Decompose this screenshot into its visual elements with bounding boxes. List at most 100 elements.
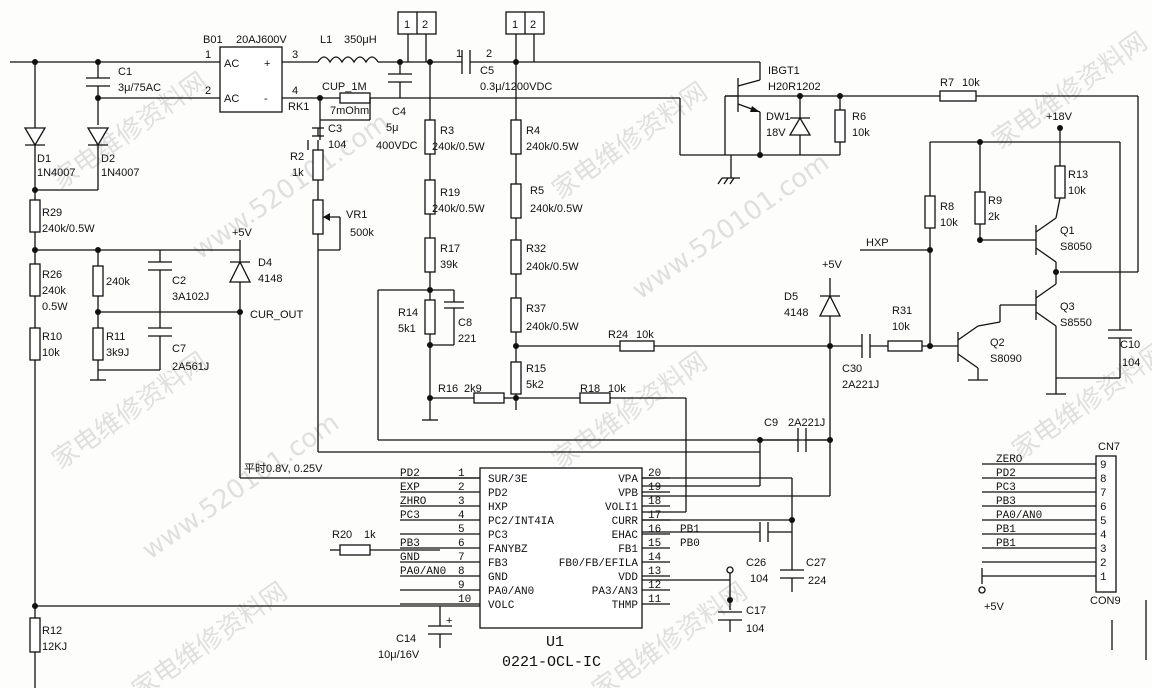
r16-value: 2k9: [464, 383, 482, 395]
cn7-pin-number: 7: [1100, 488, 1107, 500]
dw1-value: 18V: [766, 127, 786, 139]
conn1-pin1: 1: [404, 19, 410, 31]
ic-pin-number: 7: [458, 552, 465, 564]
ic-pin-number: 4: [458, 510, 465, 522]
r19-value: 240k/0.5W: [432, 203, 485, 215]
ic-pin-net: ZHRO: [400, 496, 427, 508]
r31-value: 10k: [892, 321, 910, 333]
ic-pin-net: PB3: [400, 538, 420, 550]
r17-value: 39k: [440, 259, 458, 271]
igbt-ref: IBGT1: [768, 65, 800, 77]
r20-value: 1k: [364, 529, 376, 541]
cn7-sub-ref: CON9: [1090, 595, 1121, 607]
d1-ref: D1: [37, 153, 51, 165]
ic-pin-name: PC3: [488, 530, 508, 542]
d4-value: 4148: [258, 273, 282, 285]
ic-pin-number: 8: [458, 566, 465, 578]
r240k-value: 240k: [106, 276, 130, 288]
ic-ref: U1: [546, 634, 564, 651]
c27-ref: C27: [806, 557, 826, 569]
c26-value: 104: [750, 573, 768, 585]
d1-value: 1N4007: [37, 167, 76, 179]
igbt-section: IBGT1 H20R1202 DW1 18V R6 10k R7 10k: [679, 62, 1139, 273]
c7-ref: C7: [172, 343, 186, 355]
q1-ref: Q1: [1060, 225, 1075, 237]
cn7-pin-net: PD2: [996, 468, 1016, 480]
left-divider-section: R29 240k/0.5W R26 240k 0.5W R10 10k 240k…: [29, 199, 480, 479]
cn7-pin-number: 4: [1100, 530, 1107, 542]
r17-ref: R17: [440, 243, 460, 255]
ic-pin-number: 17: [648, 510, 661, 522]
dw1-ref: DW1: [766, 111, 790, 123]
ic-pin-net: PB1: [680, 524, 700, 536]
r7-ref: R7: [940, 77, 954, 89]
ic-pin-number: 14: [648, 552, 662, 564]
r24-ref: R24: [608, 329, 628, 341]
bridge-p1: 1: [205, 49, 211, 61]
c8-ref: C8: [458, 317, 472, 329]
c1-value: 3μ/75AC: [118, 82, 161, 94]
c10-value: 104: [1122, 357, 1140, 369]
ic-pin-number: 19: [648, 482, 661, 494]
c4-rating: 400VDC: [376, 140, 418, 152]
ic-pin-number: 10: [458, 594, 471, 606]
ic-pin-name: CURR: [612, 516, 639, 528]
r18-value: 10k: [608, 383, 626, 395]
ic-pin-net: GND: [400, 552, 420, 564]
ic-pin-name: PC2/INT4IA: [488, 516, 554, 528]
r6-value: 10k: [852, 127, 870, 139]
ic-pin-number: 12: [648, 580, 661, 592]
c14-ref: C14: [396, 633, 416, 645]
cn7-pin-net: PB3: [996, 496, 1016, 508]
cur-out-label: CUR_OUT: [250, 309, 303, 321]
ic-pin-name: EHAC: [612, 530, 639, 542]
d5-ref: D5: [784, 291, 798, 303]
r15-value: 5k2: [526, 379, 544, 391]
r9-ref: R9: [988, 195, 1002, 207]
d2-value: 1N4007: [101, 167, 140, 179]
watermark-text: 家电维修资料网: [127, 577, 293, 688]
vr1-ref: VR1: [346, 209, 367, 221]
q2-ref: Q2: [990, 337, 1005, 349]
ic-pin-net: PC3: [400, 510, 420, 522]
d5-supply: +5V: [822, 259, 843, 271]
r20-ref: R20: [332, 529, 352, 541]
ic-pin-number: 1: [458, 468, 465, 480]
c8-value: 221: [458, 333, 476, 345]
ic-pin-name: SUR/3E: [488, 474, 528, 486]
cn7-pin-net: PB1: [996, 538, 1016, 550]
ic-pin-number: 11: [648, 594, 662, 606]
cn7-pin-number: 9: [1100, 460, 1107, 472]
c17-value: 104: [746, 623, 764, 635]
r11-ref: R11: [106, 331, 125, 343]
cn7-pin-number: 5: [1100, 516, 1107, 528]
vr1-value: 500k: [350, 227, 374, 239]
plus18-label: +18V: [1046, 111, 1073, 123]
ic-pin-number: 3: [458, 496, 465, 508]
r29-ref: R29: [42, 207, 62, 219]
conn2-pin2: 2: [530, 19, 536, 31]
r13-ref: R13: [1068, 169, 1088, 181]
cn7-pin-net: PB1: [996, 524, 1016, 536]
d4-supply: +5V: [232, 227, 253, 239]
ic-pin-name: PD2: [488, 488, 508, 500]
watermark-url: www.520101.com: [187, 108, 395, 266]
cn7-pin-net: PA0/AN0: [996, 510, 1042, 522]
q2-value: S8090: [990, 353, 1022, 365]
bridge-ref: B01: [203, 34, 223, 46]
d4-ref: D4: [258, 257, 272, 269]
q3-ref: Q3: [1060, 301, 1075, 313]
ic-pin-net: PD2: [400, 468, 420, 480]
ic-pin-name: FB3: [488, 558, 508, 570]
ic-pin-name: VDD: [618, 572, 638, 584]
r4-value: 240k/0.5W: [526, 141, 579, 153]
ic-pin-net: PA0/AN0: [400, 566, 446, 578]
r15-ref: R15: [526, 363, 546, 375]
bridge-b01: [219, 46, 283, 113]
bridge-pin-ac1: AC: [224, 58, 239, 70]
connector-cn7: CN7 CON9 9ZERO8PD27PC36PB35PA0/AN04PB13P…: [978, 441, 1147, 660]
hxp-label: HXP: [866, 237, 889, 249]
